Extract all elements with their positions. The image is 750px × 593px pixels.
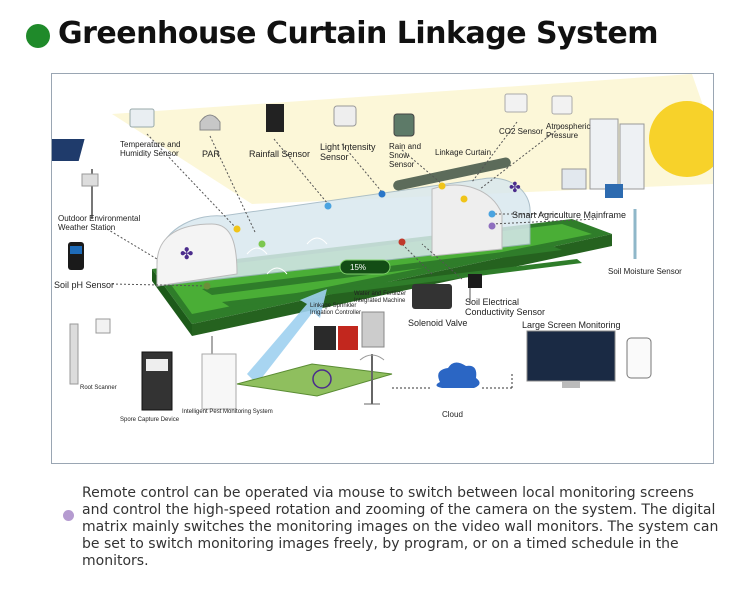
label-weather-station: Outdoor Environmental Weather Station (58, 214, 141, 232)
solar-panel-icon (52, 139, 85, 161)
label-spore: Spore Capture Device (120, 417, 180, 423)
cloud-icon (436, 362, 480, 388)
flow-arrow (247, 289, 327, 384)
label-water-fertilizer: Water and Fertilizer Integrated Machine (354, 291, 407, 304)
mainframe-cabinet (589, 118, 619, 190)
label-temp-humidity: Temperature and Humidity Sensor (120, 140, 181, 158)
label-rain-snow: Rain and Snow Sensor (389, 142, 422, 169)
sun-icon (649, 101, 713, 177)
label-par: PAR (202, 149, 220, 159)
label-mainframe: Smart Agriculture Mainframe (512, 210, 627, 220)
svg-text:✤: ✤ (509, 179, 521, 195)
pest-monitoring-system (201, 353, 237, 410)
diagram-frame: ✤ ✤ (51, 73, 714, 464)
label-linkage-curtain: Linkage Curtain (435, 148, 492, 157)
label-large-screen: Large Screen Monitoring (522, 320, 621, 330)
description-text: Remote control can be operated via mouse… (82, 485, 719, 569)
label-solenoid: Solenoid Valve (408, 318, 468, 328)
field-plot (236, 363, 393, 397)
greenhouse-diagram: ✤ ✤ (52, 74, 713, 411)
label-sprinkler-controller: Linkage Sprinkler Irrigation Controller (310, 303, 362, 316)
label-rainfall: Rainfall Sensor (249, 149, 311, 159)
page-title: Greenhouse Curtain Linkage System (58, 16, 658, 51)
label-atmospheric: Atmospheric Pressure (546, 122, 591, 140)
label-soil-ph: Soil pH Sensor (54, 280, 115, 290)
description-bullet-icon (63, 510, 74, 521)
label-soil-ec: Soil Electrical Conductivity Sensor (465, 297, 546, 317)
fan-icon: ✤ (180, 246, 193, 263)
water-fertilizer-machine (412, 284, 452, 309)
label-light-intensity: Light Intensity Sensor (320, 142, 376, 162)
label-root-scanner: Root Scanner (80, 385, 117, 391)
label-co2: CO2 Sensor (499, 127, 544, 136)
linkage-curtain (393, 157, 511, 191)
humidity-percent-readout: 15% (350, 263, 367, 272)
large-screen-monitor (526, 330, 616, 382)
label-pest: Intelligent Pest Monitoring System (182, 409, 273, 415)
phone-icon (626, 337, 652, 379)
label-soil-moisture: Soil Moisture Sensor (608, 267, 682, 276)
label-cloud: Cloud (442, 410, 463, 419)
title-bullet-icon (26, 24, 50, 48)
